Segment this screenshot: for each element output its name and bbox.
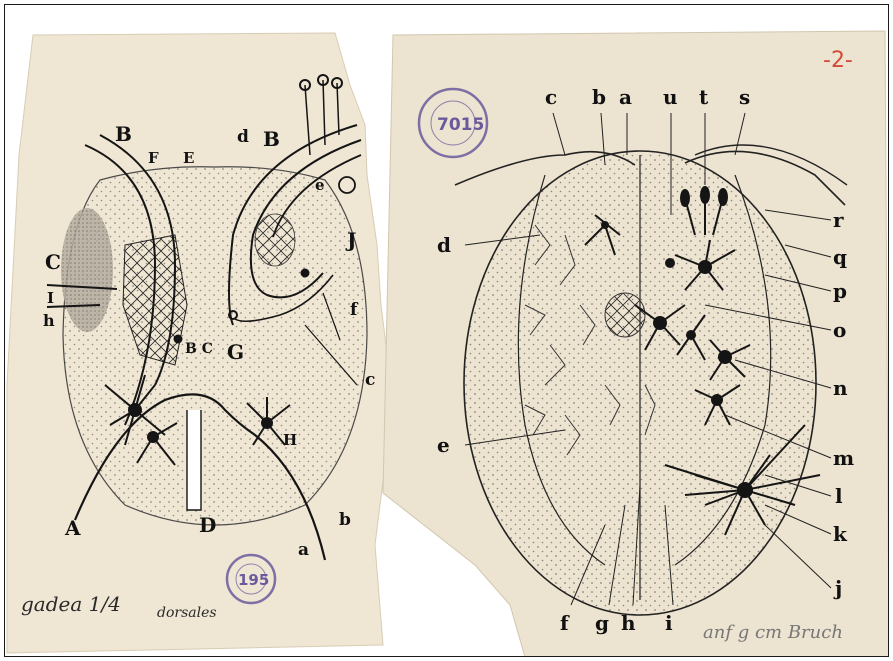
handwriting-gadea: gadea 1/4 <box>21 592 121 616</box>
label-h-bottom: h <box>621 611 636 635</box>
handwriting-right: anf g cm Bruch <box>703 622 843 643</box>
label-d-right: d <box>437 233 451 257</box>
label-g-bottom: g <box>595 611 609 635</box>
label-u-top: u <box>663 85 678 109</box>
label-n: n <box>833 376 848 400</box>
stamp-number-right: 7015 <box>437 115 484 135</box>
label-t-top: t <box>699 85 709 109</box>
label-BC: B C <box>185 341 213 357</box>
label-k: k <box>833 522 848 546</box>
label-a-left: a <box>298 540 309 560</box>
label-B-left: B <box>115 122 132 146</box>
label-r: r <box>833 208 844 232</box>
label-e-left: e <box>315 176 325 194</box>
handwriting-dorsales: dorsales <box>157 605 217 621</box>
label-s-top: s <box>739 85 750 109</box>
label-C: C <box>45 250 61 274</box>
image-frame: B F E d B e J C I h B C G f c H A D a b … <box>4 4 889 657</box>
label-o: o <box>833 318 846 342</box>
label-i-bottom: i <box>665 611 673 635</box>
label-A: A <box>64 516 81 540</box>
label-e-right: e <box>437 433 450 457</box>
label-q: q <box>833 245 847 269</box>
right-sheet: -2- 7015 <box>383 31 889 657</box>
label-I: I <box>47 289 54 307</box>
label-b-top: b <box>592 85 606 109</box>
label-D: D <box>199 513 216 537</box>
label-f-bottom: f <box>560 611 570 635</box>
label-h-left: h <box>43 311 55 330</box>
label-c-top: c <box>545 85 557 109</box>
label-a-top: a <box>619 85 632 109</box>
label-m: m <box>833 446 854 470</box>
label-p: p <box>833 279 847 303</box>
label-j: j <box>833 576 842 600</box>
label-G: G <box>227 340 244 364</box>
label-b-left: b <box>339 510 351 530</box>
label-B-right: B <box>263 127 280 151</box>
label-c-left: c <box>365 370 375 390</box>
left-sheet: B F E d B e J C I h B C G f c H A D a b … <box>7 33 391 653</box>
label-l: l <box>835 484 843 508</box>
label-J: J <box>345 228 356 252</box>
scientific-drawing: B F E d B e J C I h B C G f c H A D a b … <box>5 5 889 657</box>
stamp-number-left: 195 <box>238 571 269 589</box>
label-H: H <box>283 431 297 449</box>
page-number: -2- <box>823 48 853 73</box>
label-d-left: d <box>237 127 249 147</box>
label-E: E <box>183 149 194 167</box>
label-F: F <box>148 149 159 167</box>
